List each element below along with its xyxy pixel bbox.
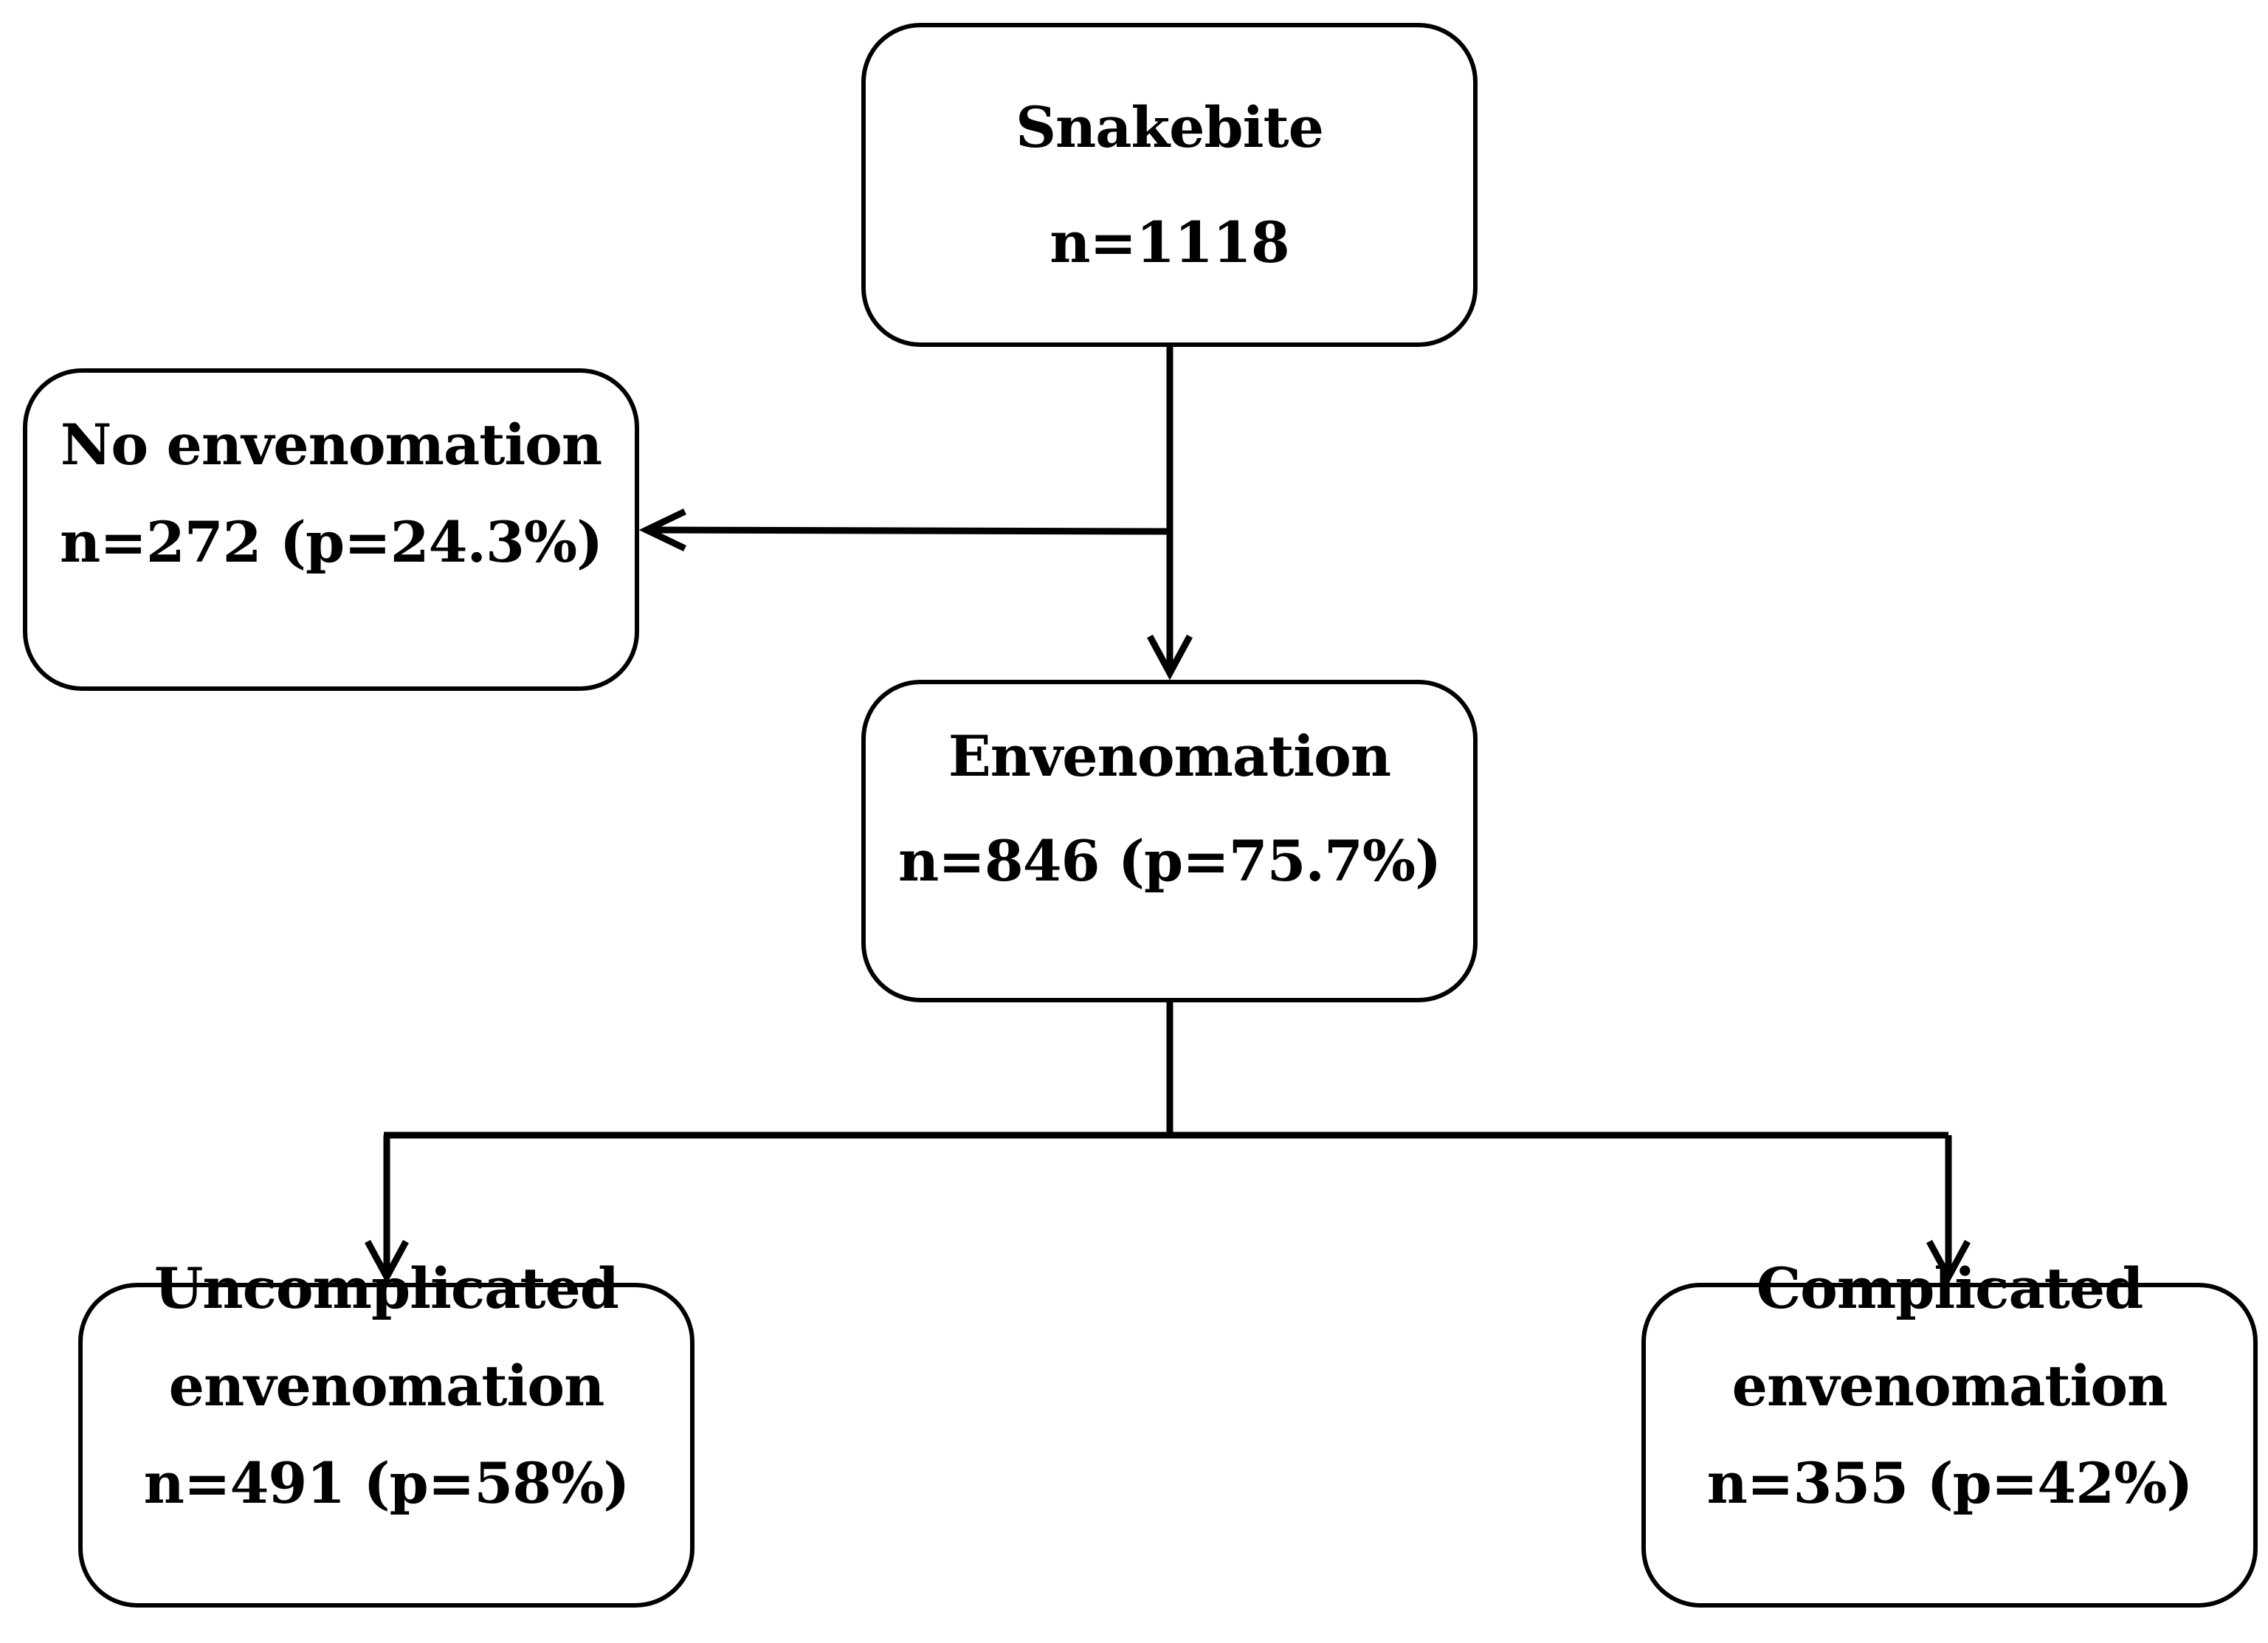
- node-uncomplicated-envenomation: Uncomplicated envenomation n=491 (p=58%): [78, 1261, 694, 1608]
- node-uncomplicated-label-line1: Uncomplicated: [154, 1256, 619, 1321]
- node-envenomation-label: Envenomation: [948, 723, 1391, 789]
- node-snakebite: Snakebite n=1118: [861, 23, 1478, 347]
- arrowhead-envenomation-icon: [1147, 634, 1193, 681]
- node-snakebite-count: n=1118: [1049, 209, 1289, 275]
- edge-snakebite-to-no-envenomation: [646, 526, 1171, 535]
- node-snakebite-label: Snakebite: [1016, 94, 1324, 160]
- node-uncomplicated-stats: n=491 (p=58%): [143, 1450, 630, 1516]
- node-no-envenomation: No envenomation n=272 (p=24.3%): [23, 368, 639, 691]
- arrowhead-no-envenomation-icon: [638, 508, 686, 552]
- node-uncomplicated-label-line2: envenomation: [168, 1353, 605, 1419]
- arrowhead-uncomplicated-icon: [365, 1239, 409, 1284]
- arrowhead-complicated-icon: [1926, 1239, 1971, 1284]
- node-envenomation-stats: n=846 (p=75.7%): [897, 828, 1441, 894]
- node-complicated-label-line2: envenomation: [1731, 1353, 2168, 1419]
- node-no-envenomation-stats: n=272 (p=24.3%): [59, 509, 603, 575]
- node-complicated-label-line1: Complicated: [1756, 1256, 2144, 1321]
- node-complicated-envenomation: Complicated envenomation n=355 (p=42%): [1641, 1261, 2258, 1608]
- node-complicated-stats: n=355 (p=42%): [1706, 1450, 2193, 1516]
- node-envenomation: Envenomation n=846 (p=75.7%): [861, 680, 1478, 1002]
- node-no-envenomation-label: No envenomation: [60, 412, 602, 478]
